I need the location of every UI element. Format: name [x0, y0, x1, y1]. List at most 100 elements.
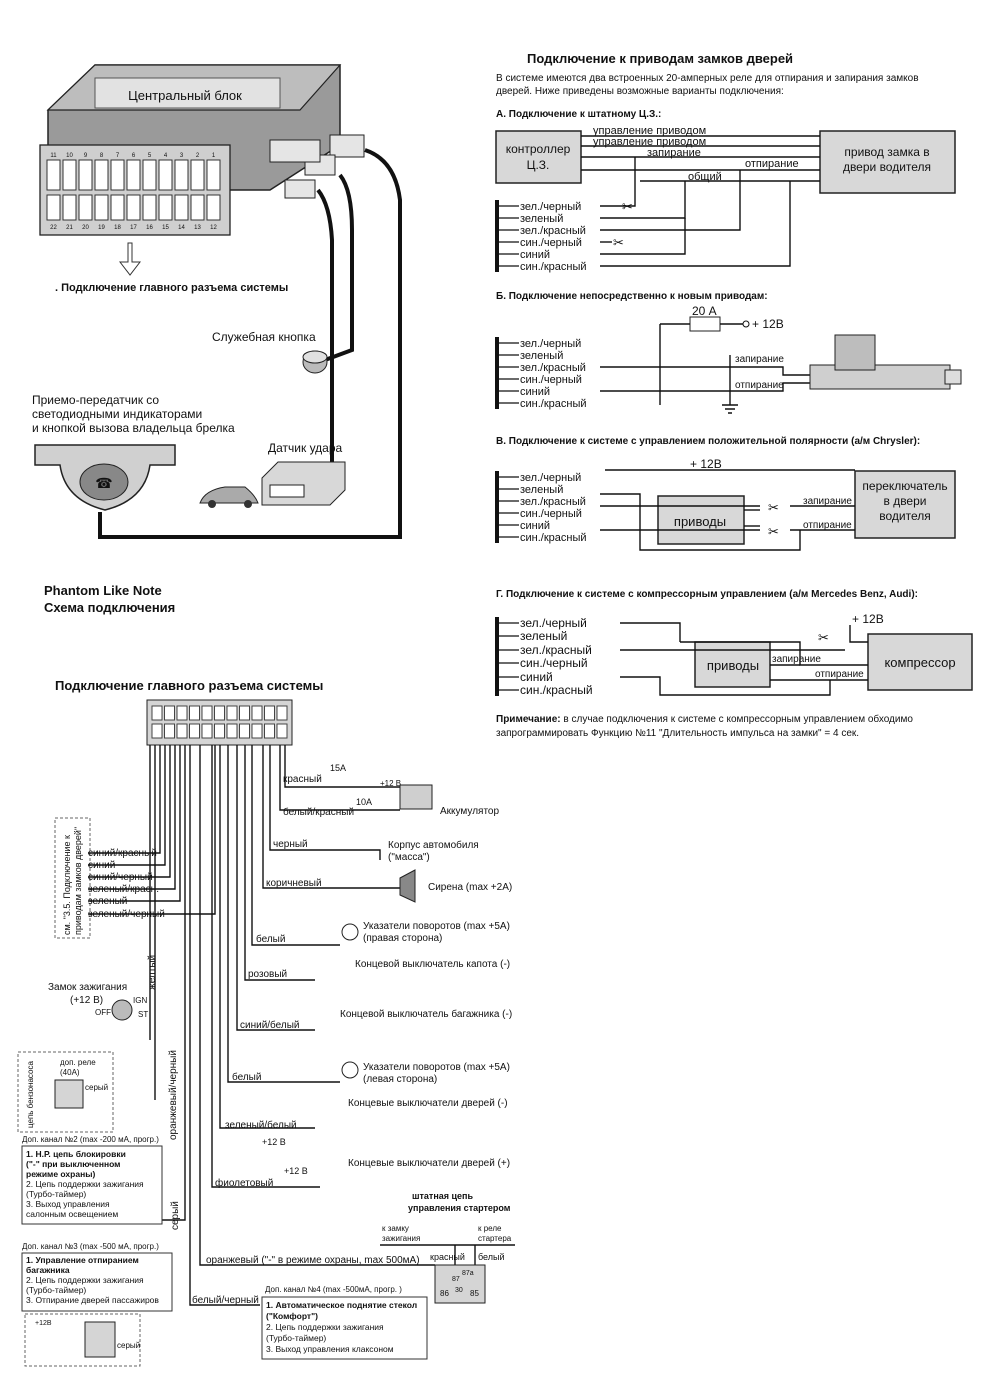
plus12-doors-pos: +12 В [284, 1166, 308, 1176]
channel-note-line: багажника [26, 1265, 70, 1275]
bundle-wire-label: зеленый [520, 213, 563, 225]
a-label-unlock: отпирание [745, 158, 799, 170]
wire-white-2: белый [232, 1071, 261, 1083]
wire-bundle-a: зел./черныйзеленыйзел./красныйсин./черны… [495, 200, 587, 273]
section-b-title: Б. Подключение непосредственно к новым п… [496, 291, 768, 302]
wire-yellow: желтый [147, 955, 158, 990]
pin-number: 10 [66, 153, 73, 159]
main-pin-cell [276, 705, 288, 721]
wire-bundle-c: зел./черныйзеленыйзел./красныйсин./черны… [495, 471, 587, 544]
d-unlock-label: отпирание [815, 669, 864, 680]
turn-left-2: (левая сторона) [363, 1074, 437, 1085]
ch4-head: Доп. канал №4 (max -500мА, прогр. ) [265, 1285, 402, 1294]
pin-cell [94, 159, 109, 191]
antenna-cable [98, 148, 402, 539]
main-pin-cell [151, 705, 163, 721]
note: Примечание: в случае подключения к систе… [496, 713, 913, 725]
wire-green-red: зеленый/красн. [88, 884, 159, 895]
c-drives [657, 495, 745, 545]
actuator-label-1: привод замка в [844, 145, 929, 159]
wire-blue-white: синий/белый [240, 1019, 300, 1031]
main-pin-cell [189, 723, 200, 739]
relay-label-1: доп. реле [60, 1058, 96, 1067]
bundle-wire-label: син./черный [520, 508, 582, 520]
channel-note-line: ("-" при выключенном [26, 1159, 120, 1169]
bundle-wire-label: син./красный [520, 398, 587, 410]
pin-cell [206, 159, 221, 191]
transceiver-icon: ☎ [34, 444, 176, 511]
pin-cell [46, 194, 61, 221]
pin-number: 11 [50, 153, 57, 159]
pin-number: 9 [84, 153, 88, 159]
ignition-switch-icon [111, 999, 133, 1021]
doc-title-1: Phantom Like Note [44, 583, 162, 598]
main-pin-cell [214, 705, 225, 721]
doors-neg-label: Концевые выключатели дверей (-) [348, 1098, 508, 1109]
channel-note-line: 1. Н.Р. цепь блокировки [26, 1149, 126, 1159]
channel-note-line: 3. Выход управления [26, 1199, 110, 1209]
transceiver-label-3: и кнопкой вызова владельца брелка [32, 421, 235, 435]
central-unit-label: Центральный блок [128, 88, 242, 103]
pin-cell [126, 194, 141, 221]
main-connector-caption: . Подключение главного разъема системы [55, 282, 288, 294]
pin-number: 2 [196, 153, 200, 159]
door-lock-actuator-icon [809, 334, 962, 390]
wire-blue: синий [88, 860, 115, 871]
a-label-ctrl-1: управление приводом [593, 125, 706, 137]
pin-number: 17 [130, 225, 137, 231]
side-note-2: приводам замков дверей" [73, 827, 83, 935]
fuse-20a [689, 316, 721, 332]
wire-bundle-b: зел./черныйзеленыйзел./красныйсин./черны… [495, 337, 587, 410]
main-pin-cell [226, 723, 238, 739]
car-icon [199, 486, 259, 508]
locks-intro-1: В системе имеются два встроенных 20-ампе… [496, 73, 919, 84]
pin-cell [62, 159, 77, 191]
pin-cell [190, 194, 205, 221]
bundle-wire-label: зел./черный [520, 201, 581, 213]
pin-number: 1 [212, 153, 216, 159]
pin-number: 4 [164, 153, 168, 159]
bulb-icon-left [341, 1061, 359, 1079]
fuse-20a-label: 20 А [692, 304, 717, 318]
relay-pin-87: 87 [452, 1276, 460, 1283]
sensor-cable [316, 188, 334, 482]
bundle-wire-label: зеленый [520, 484, 563, 496]
d-drives-label: приводы [707, 658, 759, 673]
d-lock-label: запирание [772, 654, 821, 665]
bundle-wire-label: зел./черный [520, 472, 581, 484]
channel-note-line: (Турбо-таймер) [26, 1189, 86, 1199]
bundle-wire-label: зеленый [520, 350, 563, 362]
bundle-wire-label: зеленый [520, 629, 567, 643]
battery-icon [399, 784, 433, 810]
b-unlock-label: отпирание [735, 380, 784, 391]
pin-cell [46, 159, 61, 191]
turn-left-1: Указатели поворотов (max +5A) [363, 1062, 510, 1073]
wire-red: красный [283, 774, 322, 785]
transceiver-label-2: светодиодными индикаторами [32, 407, 202, 421]
pin-number: 21 [66, 225, 73, 231]
c-plus-12v: + 12В [690, 457, 722, 471]
relay-pin-30: 30 [455, 1287, 463, 1294]
pin-cell [78, 194, 93, 221]
compressor [867, 633, 973, 691]
ch3-gray: серый [117, 1341, 140, 1350]
doc-title-2: Схема подключения [44, 600, 175, 615]
section-c-title: В. Подключение к системе с управлением п… [496, 436, 920, 447]
wire-orange-black: оранжевый/черный [168, 1050, 179, 1140]
ground-label-2: ("масса") [388, 852, 430, 863]
compressor-label: компрессор [884, 655, 955, 670]
ignition-label-2: (+12 В) [70, 995, 103, 1006]
starter-white: белый [478, 1252, 505, 1262]
pin-number: 6 [132, 153, 136, 159]
wire-white-black: белый/черный [192, 1294, 259, 1306]
plus12-doors: +12 В [262, 1137, 286, 1147]
bundle-wire-label: синий [520, 386, 550, 398]
wire-white-red: белый/красный [283, 806, 354, 818]
driver-door-switch [854, 470, 956, 539]
bundle-wire-label: зел./красный [520, 362, 586, 374]
pin-cell [142, 194, 157, 221]
main-pin-cell [239, 705, 250, 721]
ch3-head: Доп. канал №3 (max -500 мА, прогр.) [22, 1242, 159, 1251]
